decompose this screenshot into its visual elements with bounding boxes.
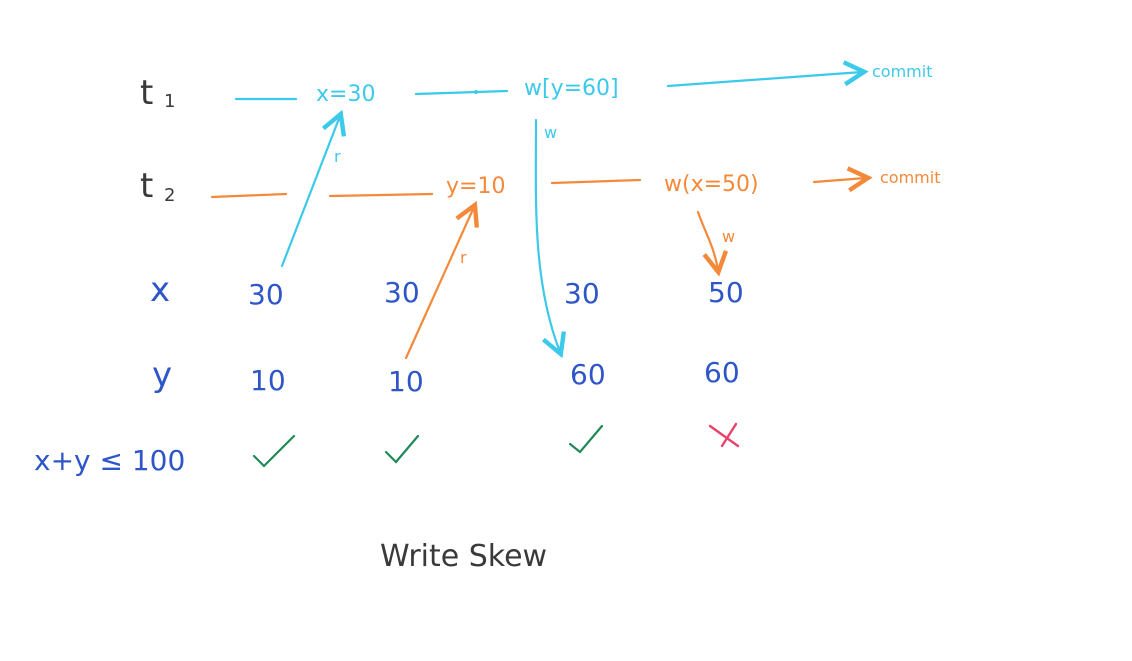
t2-read-marker: r [460, 248, 467, 267]
t2-read-arrow [404, 207, 474, 360]
check-icon [384, 434, 420, 464]
t1-read-marker: r [334, 147, 341, 166]
t1-read-arrow [280, 116, 340, 268]
diagram-caption: Write Skew [380, 539, 547, 574]
x-value-3: 30 [564, 277, 600, 310]
y-value-3: 60 [570, 358, 606, 391]
t2-commit-label: commit [880, 168, 940, 187]
x-value-2: 30 [384, 276, 420, 309]
t2-read-op: y=10 [446, 174, 505, 199]
t2-commit-arrow [812, 178, 866, 182]
check-icon [568, 424, 604, 454]
row-label-x: x [150, 270, 170, 310]
t1-write-marker: w [544, 123, 557, 142]
t2-label-text: t [140, 166, 153, 206]
x-value-4: 50 [708, 276, 744, 309]
t2-write-marker: w [722, 227, 735, 246]
t1-timeline-dot [474, 90, 478, 94]
t1-commit-label: commit [872, 62, 932, 81]
y-value-1: 10 [250, 364, 286, 397]
t1-label-sub: 1 [164, 91, 175, 112]
t1-read-op: x=30 [316, 82, 375, 107]
t2-timeline-segment [210, 192, 288, 199]
cross-icon [708, 422, 740, 448]
t1-write-arrow [534, 118, 560, 352]
t2-write-op: w(x=50) [664, 172, 759, 197]
x-value-1: 30 [248, 278, 284, 311]
y-value-4: 60 [704, 356, 740, 389]
t1-write-op: w[y=60] [524, 76, 619, 101]
t2-label: t 2 [140, 166, 175, 206]
row-label-y: y [152, 355, 172, 395]
t1-timeline-segment [414, 89, 509, 96]
t2-label-sub: 2 [164, 185, 175, 206]
check-icon [252, 434, 296, 468]
t1-label: t 1 [140, 73, 175, 113]
t2-timeline-segment [550, 178, 642, 185]
t2-write-arrow [696, 210, 718, 270]
row-label-constraint: x+y ≤ 100 [34, 444, 185, 477]
t1-commit-arrow [666, 72, 862, 88]
t1-label-text: t [140, 73, 153, 113]
t2-timeline-segment [328, 192, 434, 198]
y-value-2: 10 [388, 365, 424, 398]
